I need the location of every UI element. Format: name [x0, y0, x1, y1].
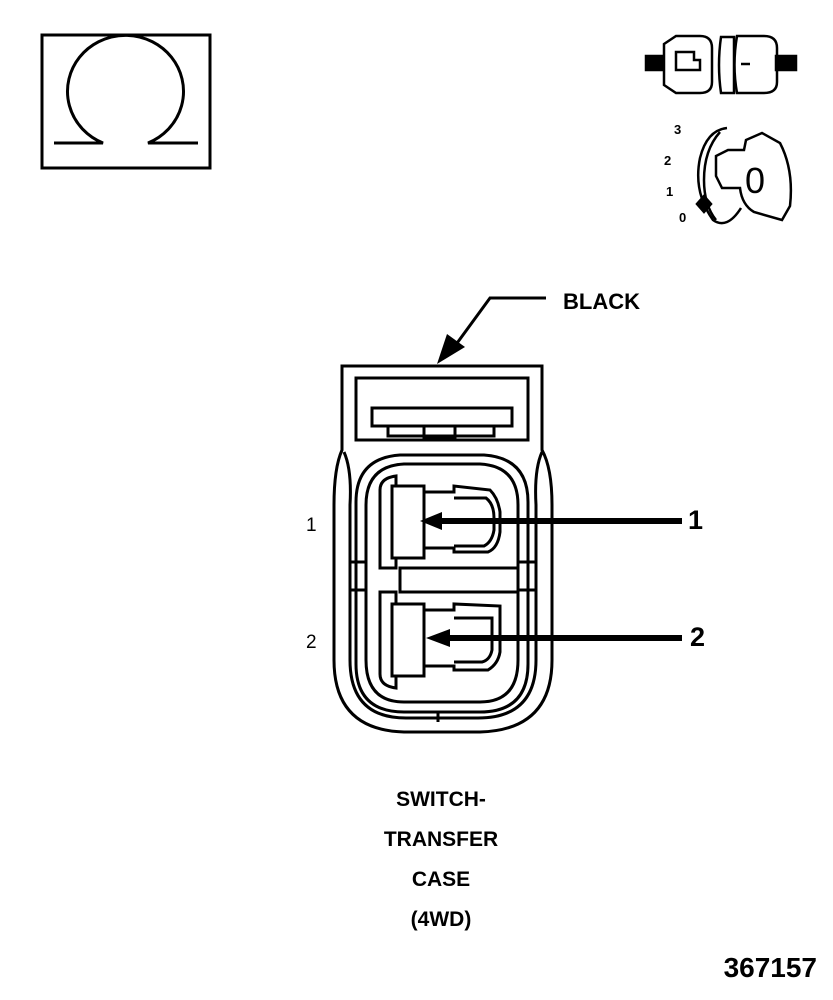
figure-id: 367157	[723, 952, 817, 983]
connector-body	[332, 364, 554, 734]
ignition-key-off-icon	[695, 126, 793, 225]
pin-callout-1: 1	[688, 505, 704, 535]
caption-line-4: (4WD)	[410, 908, 472, 931]
ignition-scale-3: 3	[674, 122, 682, 137]
ignition-scale-2: 2	[664, 153, 672, 168]
pin-2-leader	[426, 629, 682, 647]
cavity-label-1: 1	[306, 515, 317, 536]
ignition-scale-0: 0	[679, 210, 687, 225]
caption-line-1: SWITCH-	[396, 788, 486, 811]
ohm-symbol-icon	[40, 33, 212, 170]
pin-callout-2: 2	[690, 622, 706, 652]
ignition-scale-1: 1	[666, 184, 674, 199]
disconnected-connector-icon	[644, 34, 798, 95]
caption-line-3: CASE	[411, 868, 471, 891]
cavity-divider	[398, 566, 520, 594]
component-caption: SWITCH- TRANSFER CASE (4WD)	[341, 780, 541, 940]
connector-color-label: BLACK	[563, 289, 640, 314]
color-callout-arrow	[437, 296, 546, 364]
pin-1-leader	[420, 512, 682, 530]
caption-line-2: TRANSFER	[383, 828, 499, 851]
cavity-label-2: 2	[306, 632, 317, 653]
ignition-key-position-label: 0	[745, 160, 766, 201]
